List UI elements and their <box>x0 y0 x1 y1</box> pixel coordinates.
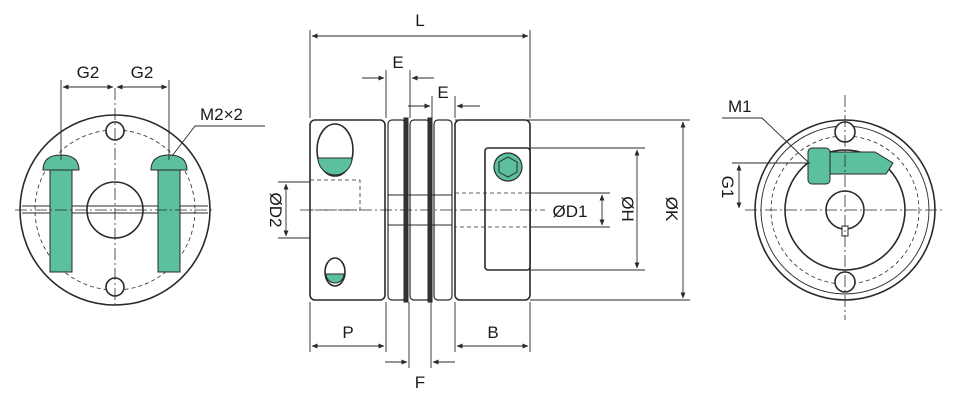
g1-label: G1 <box>718 176 737 199</box>
right-hub-set-screw <box>493 152 523 182</box>
e2-label: E <box>437 83 448 102</box>
m2-callout-label: M2×2 <box>200 105 243 124</box>
left-end-view: G2 G2 M2×2 <box>15 63 265 306</box>
b-label: B <box>487 323 498 342</box>
hex-socket-icon <box>498 156 518 178</box>
m1-leader-line <box>722 117 809 163</box>
l-label: L <box>415 11 424 30</box>
m1-callout-label: M1 <box>728 97 752 116</box>
left-hub-lower-screw <box>325 273 345 284</box>
right-end-view: M1 G1 <box>718 95 945 320</box>
m2-leader-line <box>171 125 265 157</box>
left-clamp-screw-left <box>42 154 80 273</box>
left-clamp-screw-right <box>150 154 188 273</box>
d1-label: ØD1 <box>553 202 588 221</box>
k-label: ØK <box>662 197 681 222</box>
g2-right-label: G2 <box>131 63 154 82</box>
side-view: L E E P F B ØD2 <box>266 11 690 392</box>
p-label: P <box>342 323 353 342</box>
e1-label: E <box>392 53 403 72</box>
left-hub-upper-screw <box>317 157 353 176</box>
right-set-screw <box>807 147 894 185</box>
h-label: ØH <box>618 196 637 222</box>
f-label: F <box>415 373 425 392</box>
d2-label: ØD2 <box>266 193 285 228</box>
g2-left-label: G2 <box>77 63 100 82</box>
